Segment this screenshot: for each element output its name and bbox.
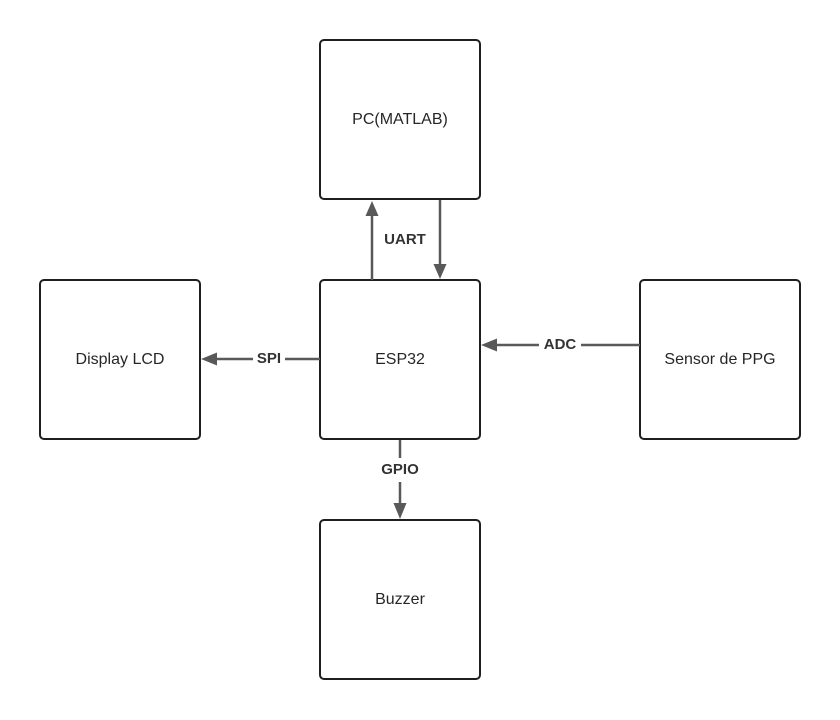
gpio-arrowhead <box>393 503 407 519</box>
node-pc-matlab[interactable]: PC(MATLAB) <box>319 39 481 200</box>
adc-arrowhead <box>481 338 497 352</box>
node-esp32-label: ESP32 <box>375 351 425 368</box>
node-display-lcd[interactable]: Display LCD <box>39 279 201 440</box>
gpio-label: GPIO <box>381 461 419 478</box>
node-sensor-ppg-box <box>639 279 801 440</box>
adc-label-bg <box>539 335 581 355</box>
node-pc-matlab-box <box>319 39 481 200</box>
uart-label: UART <box>384 231 426 248</box>
node-buzzer[interactable]: Buzzer <box>319 519 481 680</box>
connector-uart-down <box>433 200 447 279</box>
node-display-lcd-box <box>39 279 201 440</box>
node-buzzer-label: Buzzer <box>375 591 425 608</box>
connector-uart-up <box>365 201 379 280</box>
spi-label: SPI <box>257 350 281 367</box>
spi-label-bg <box>253 349 285 369</box>
connector-spi: SPI <box>201 349 320 369</box>
node-sensor-ppg-label: Sensor de PPG <box>664 351 775 368</box>
node-pc-matlab-label: PC(MATLAB) <box>352 111 448 128</box>
node-esp32[interactable]: ESP32 <box>319 279 481 440</box>
connector-adc: ADC <box>481 335 640 355</box>
node-buzzer-box <box>319 519 481 680</box>
uart-down-arrowhead <box>433 264 447 279</box>
uart-up-arrowhead <box>365 201 379 216</box>
spi-arrowhead <box>201 352 217 366</box>
connector-gpio: GPIO <box>381 440 419 519</box>
node-display-lcd-label: Display LCD <box>76 351 165 368</box>
node-sensor-ppg[interactable]: Sensor de PPG <box>639 279 801 440</box>
adc-label: ADC <box>544 336 577 353</box>
